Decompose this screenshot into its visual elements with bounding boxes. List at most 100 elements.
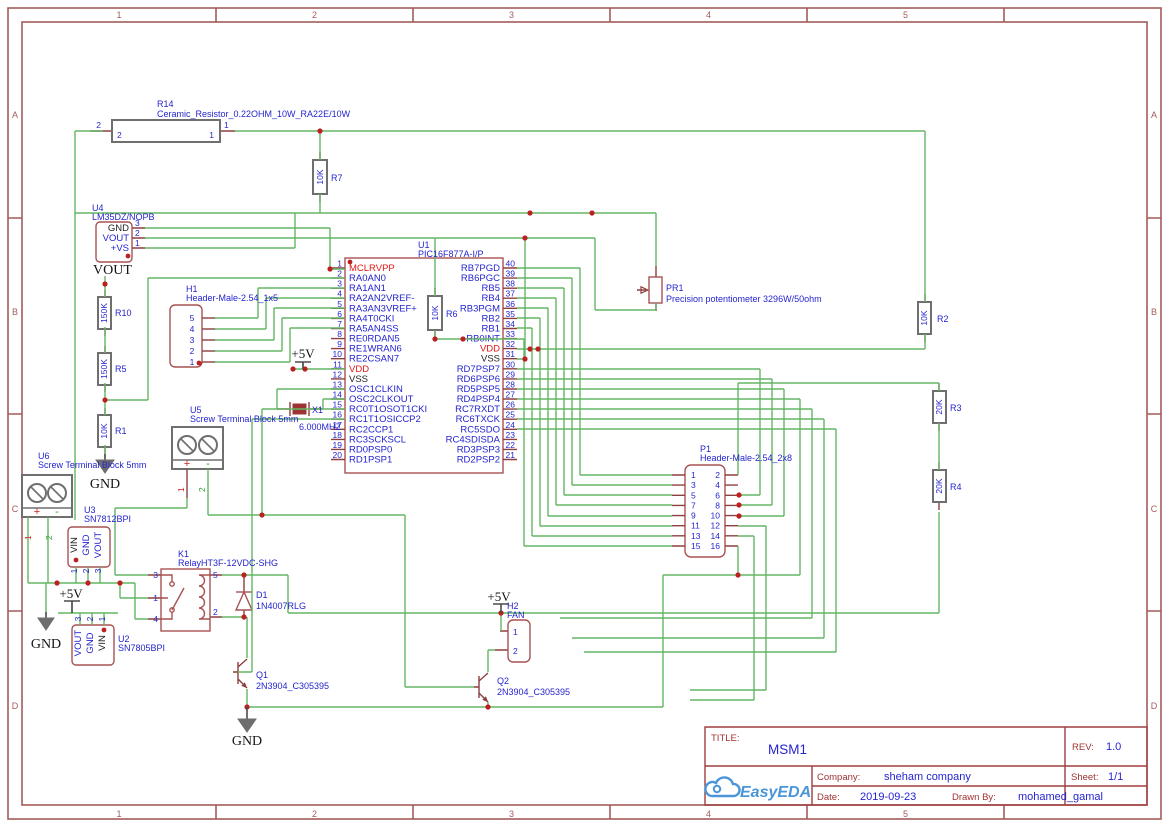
- u1-left-pin-number[interactable]: 5: [337, 299, 342, 309]
- u4-ref[interactable]: U4: [92, 203, 104, 213]
- p1-right-pin-number[interactable]: 12: [711, 521, 721, 531]
- p1-left-pin-number[interactable]: 1: [691, 470, 696, 480]
- date-value[interactable]: 2019-09-23: [860, 791, 916, 803]
- sheet-value[interactable]: 1/1: [1108, 771, 1123, 783]
- r1-ref[interactable]: R1: [115, 426, 127, 436]
- component-u6[interactable]: [21, 474, 73, 518]
- p1-ref[interactable]: P1: [700, 444, 711, 454]
- net-label-gnd-1[interactable]: GND: [90, 477, 120, 492]
- p1-left-pin-number[interactable]: 13: [691, 531, 701, 541]
- r7-ref[interactable]: R7: [331, 173, 343, 183]
- wires[interactable]: [27, 128, 940, 710]
- p1-left-pin-number[interactable]: 11: [691, 521, 700, 531]
- u1-right-pin-number[interactable]: 38: [506, 279, 516, 289]
- u1-left-pin-name[interactable]: OSC2CLKOUT: [349, 394, 414, 405]
- u1-right-pin-number[interactable]: 21: [506, 450, 516, 460]
- u5-value[interactable]: Screw Terminal Block 5mm: [190, 414, 298, 424]
- r6-value[interactable]: 10K: [430, 305, 440, 320]
- u1-left-pin-name[interactable]: RA3AN3VREF+: [349, 303, 417, 314]
- u1-left-pin-number[interactable]: 10: [333, 349, 343, 359]
- u1-left-pin-number[interactable]: 15: [333, 400, 343, 410]
- component-u3[interactable]: [67, 526, 111, 568]
- p1-right-pin-number[interactable]: 10: [711, 511, 721, 521]
- u1-left-pin-number[interactable]: 9: [337, 339, 342, 349]
- u1-left-pin-name[interactable]: OSC1CLKIN: [349, 384, 403, 395]
- u1-right-pin-name[interactable]: RB6PGC: [461, 273, 500, 284]
- component-q1[interactable]: [233, 658, 248, 689]
- u1-right-pin-number[interactable]: 25: [506, 410, 516, 420]
- u1-right-pin-number[interactable]: 29: [506, 369, 516, 379]
- r4-ref[interactable]: R4: [950, 482, 962, 492]
- u1-right-pin-name[interactable]: RC5SDO: [460, 424, 500, 435]
- p1-right-pin-number[interactable]: 6: [715, 490, 720, 500]
- h1-pin-number[interactable]: 2: [190, 346, 195, 356]
- p5v-symbol-fan[interactable]: [493, 603, 509, 613]
- p1-right-pin-number[interactable]: 4: [715, 480, 720, 490]
- component-u5[interactable]: [171, 426, 224, 498]
- u1-left-pin-number[interactable]: 18: [333, 430, 343, 440]
- r1-value[interactable]: 10K: [99, 423, 109, 438]
- u1-right-pin-name[interactable]: RC7RXDT: [455, 404, 500, 415]
- r5-ref[interactable]: R5: [115, 364, 127, 374]
- u1-left-pin-number[interactable]: 16: [333, 410, 343, 420]
- p5v-symbol-u2[interactable]: [64, 600, 80, 613]
- r7-value[interactable]: 10K: [315, 169, 325, 184]
- pr1-ref[interactable]: PR1: [666, 283, 684, 293]
- u1-left-pin-number[interactable]: 2: [337, 269, 342, 279]
- r10-value[interactable]: 150K: [99, 303, 109, 323]
- component-r14[interactable]: [90, 119, 235, 143]
- net-label-vout[interactable]: VOUT: [93, 263, 132, 278]
- h1-pin-number[interactable]: 4: [190, 324, 195, 334]
- u1-right-pin-number[interactable]: 36: [506, 299, 516, 309]
- q2-value[interactable]: 2N3904_C305395: [497, 687, 570, 697]
- title-value[interactable]: MSM1: [768, 742, 807, 757]
- k1-ref[interactable]: K1: [178, 549, 189, 559]
- u1-right-pin-number[interactable]: 28: [506, 380, 516, 390]
- u1-left-pin-name[interactable]: RC0T1OSOT1CKI: [349, 404, 427, 415]
- u1-left-pin-number[interactable]: 20: [333, 450, 343, 460]
- drawn-by-value[interactable]: mohamed_gamal: [1018, 791, 1103, 803]
- u3-value[interactable]: SN7812BPI: [84, 514, 131, 524]
- h1-ref[interactable]: H1: [186, 284, 198, 294]
- u1-right-pin-name[interactable]: RB2: [482, 313, 500, 324]
- u1-right-pin-number[interactable]: 26: [506, 400, 516, 410]
- u1-body[interactable]: [344, 257, 504, 474]
- u1-right-pin-name[interactable]: RB5: [482, 283, 500, 294]
- wire-right[interactable]: [288, 238, 940, 707]
- component-k1[interactable]: [148, 568, 222, 632]
- u1-left-pin-name[interactable]: RE1WRAN6: [349, 344, 402, 355]
- u1-right-pin-name[interactable]: RB3PGM: [460, 303, 500, 314]
- u6-ref[interactable]: U6: [38, 451, 50, 461]
- u1-left-pin-name[interactable]: RE0RDAN5: [349, 334, 400, 345]
- r14-ref[interactable]: R14: [157, 99, 174, 109]
- p5v-symbol-mcu[interactable]: [295, 361, 311, 369]
- u1-right-pin-number[interactable]: 34: [506, 319, 516, 329]
- u1-left-pin-number[interactable]: 3: [337, 279, 342, 289]
- component-u2[interactable]: [71, 624, 115, 666]
- u1-right-pin-number[interactable]: 27: [506, 390, 516, 400]
- component-u4[interactable]: [95, 221, 145, 263]
- d1-ref[interactable]: D1: [256, 590, 268, 600]
- p1-left-pin-number[interactable]: 7: [691, 500, 696, 510]
- q1-value[interactable]: 2N3904_C305395: [256, 681, 329, 691]
- p1-left-pin-number[interactable]: 15: [691, 541, 701, 551]
- u6-value[interactable]: Screw Terminal Block 5mm: [38, 460, 146, 470]
- p1-right-pin-number[interactable]: 8: [715, 500, 720, 510]
- u1-right-pin-number[interactable]: 23: [506, 430, 516, 440]
- r14-value[interactable]: Ceramic_Resistor_0.22OHM_10W_RA22E/10W: [157, 109, 351, 119]
- u1-left-pin-number[interactable]: 17: [333, 420, 343, 430]
- p1-right-pin-number[interactable]: 16: [711, 541, 721, 551]
- u2-value[interactable]: SN7805BPI: [118, 643, 165, 653]
- r4-value[interactable]: 20K: [934, 478, 944, 493]
- r2-ref[interactable]: R2: [937, 314, 949, 324]
- r5-value[interactable]: 150K: [99, 359, 109, 379]
- u1-left-pin-number[interactable]: 14: [333, 390, 343, 400]
- rev-value[interactable]: 1.0: [1106, 741, 1121, 753]
- u1-left-pin-name[interactable]: RD1PSP1: [349, 455, 392, 466]
- r6-ref[interactable]: R6: [446, 309, 458, 319]
- u1-left-pin-name[interactable]: VDD: [349, 364, 369, 375]
- u1-left-pin-number[interactable]: 6: [337, 309, 342, 319]
- u1-right-pin-number[interactable]: 35: [506, 309, 516, 319]
